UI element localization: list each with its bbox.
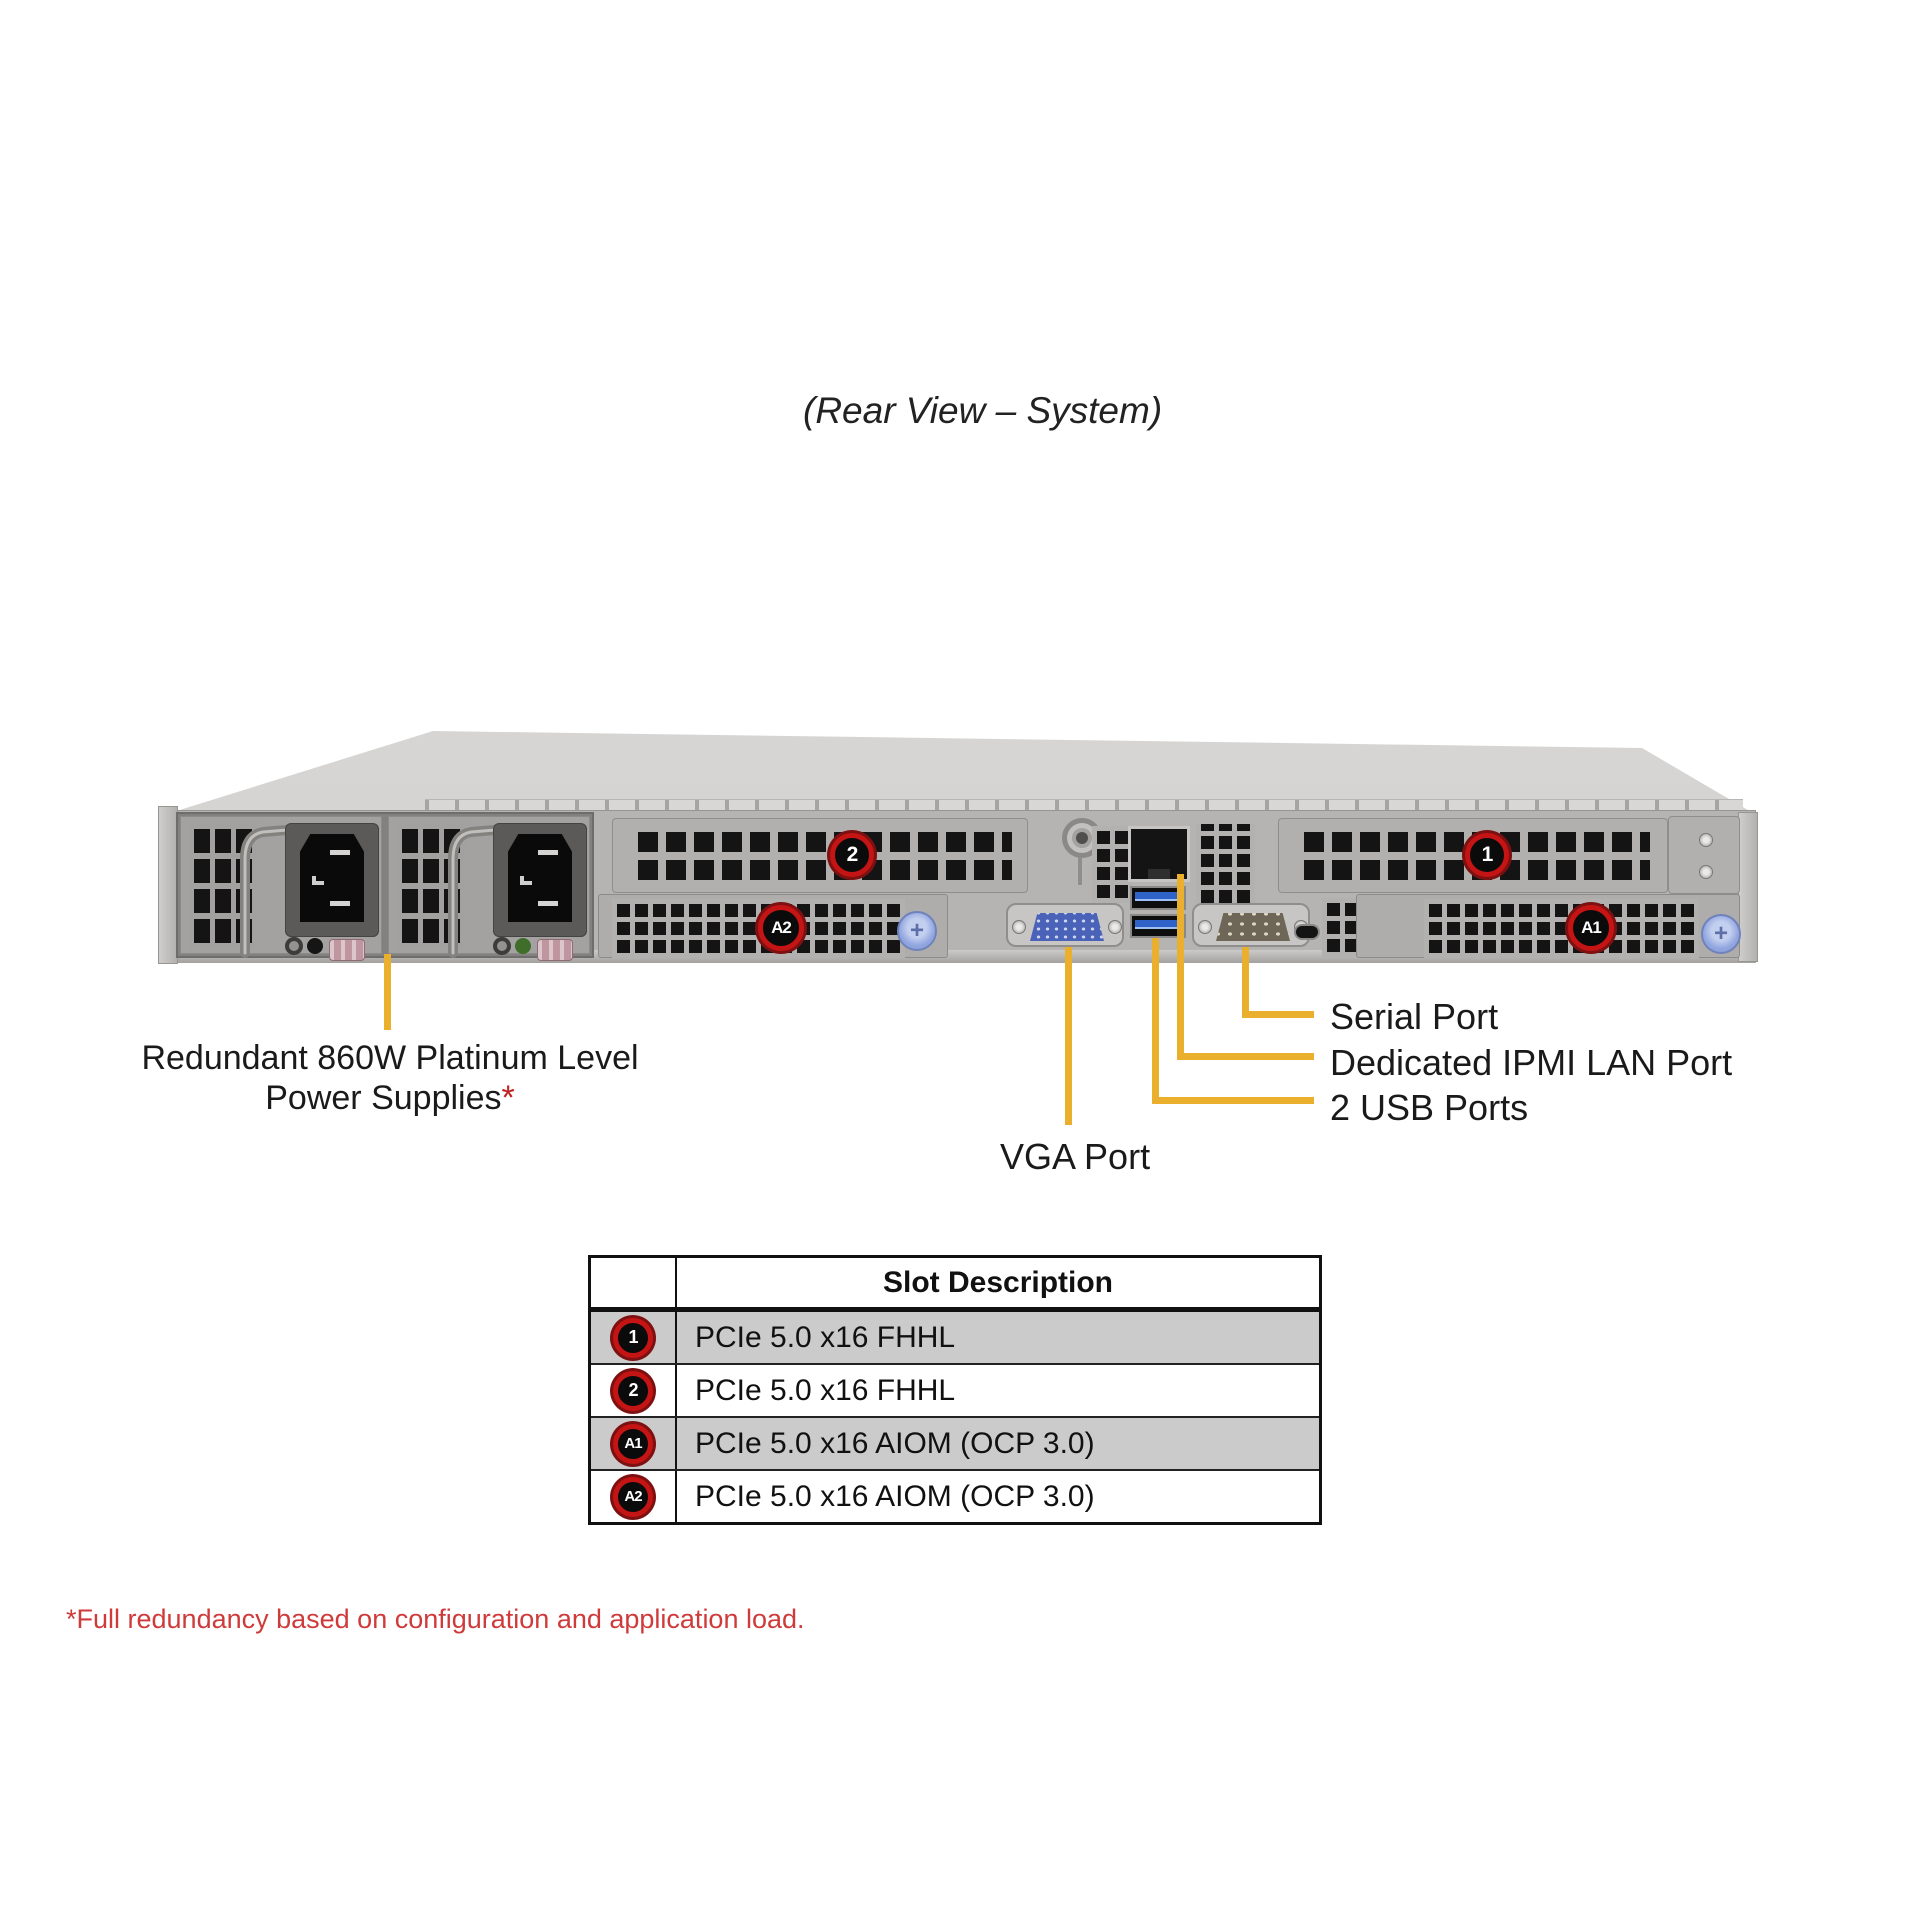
serial-connector	[1216, 913, 1290, 941]
table-row: 2 PCIe 5.0 x16 FHHL	[591, 1365, 1319, 1418]
psu1-indicator-ring	[285, 937, 303, 955]
page-title: (Rear View – System)	[803, 390, 1163, 431]
psu1-release-latch	[329, 939, 365, 961]
id-button-stem	[1078, 857, 1082, 885]
serial-screw-left	[1198, 920, 1212, 934]
table-row: A2 PCIe 5.0 x16 AIOM (OCP 3.0)	[591, 1471, 1319, 1522]
bracket-screw-bottom	[1699, 865, 1713, 879]
badge-slot-a1: A1	[1568, 905, 1614, 951]
slot-description: PCIe 5.0 x16 FHHL	[695, 1373, 956, 1407]
psu2-handle	[448, 825, 500, 958]
psu1-inlet-module	[285, 823, 379, 937]
slot1-retention-bracket	[1668, 816, 1740, 894]
vent-cluster-right-of-lan	[1196, 824, 1255, 908]
table-header-row: Slot Description	[591, 1258, 1319, 1312]
mini-connector	[1294, 924, 1320, 940]
badge-slot-1: 1	[1465, 833, 1509, 877]
table-header-title: Slot Description	[882, 1265, 1114, 1299]
slot-badge: 1	[613, 1317, 653, 1358]
slot-badge: 2	[613, 1370, 653, 1411]
table-badge-cell: A2	[591, 1471, 677, 1522]
table-header-badge-cell	[591, 1258, 677, 1307]
vga-connector	[1030, 913, 1104, 941]
serial-port	[1192, 903, 1310, 947]
aiom-a1-vents	[1424, 899, 1699, 958]
table-badge-cell: 2	[591, 1365, 677, 1416]
psu1-status-led	[307, 938, 323, 954]
footnote: *Full redundancy based on configuration …	[66, 1604, 805, 1634]
slot-badge: A1	[613, 1423, 653, 1464]
psu1-ac-inlet	[300, 834, 364, 922]
ipmi-lan-port-label: Dedicated IPMI LAN Port	[1330, 1042, 1733, 1083]
power-supply-1	[180, 816, 382, 961]
aiom-a1-thumbscrew: +	[1701, 914, 1741, 954]
badge-slot-a2: A2	[758, 905, 804, 951]
vga-port-label: VGA Port	[1000, 1136, 1151, 1177]
usb-ports-label: 2 USB Ports	[1330, 1087, 1529, 1128]
serial-port-label: Serial Port	[1330, 996, 1499, 1037]
bracket-screw-top	[1699, 833, 1713, 847]
pcie-slot2-vents	[630, 824, 1012, 888]
usb-callout-line-h	[1152, 1097, 1314, 1104]
psu-label-line2: Power Supplies*	[265, 1079, 515, 1117]
psu2-release-latch	[537, 939, 573, 961]
table-badge-cell: 1	[591, 1312, 677, 1363]
vent-cluster-left-of-lan	[1092, 826, 1133, 903]
vga-screw-left	[1012, 920, 1026, 934]
table-row: 1 PCIe 5.0 x16 FHHL	[591, 1312, 1319, 1365]
chassis-vent-ridge	[425, 799, 1743, 813]
psu2-indicator-ring	[493, 937, 511, 955]
psu2-ac-inlet	[508, 834, 572, 922]
psu-label: Redundant 860W Platinum Level Power Supp…	[130, 1038, 650, 1118]
table-badge-cell: A1	[591, 1418, 677, 1469]
psu-label-line1: Redundant 860W Platinum Level	[141, 1039, 639, 1077]
ipmi-lan-port	[1128, 826, 1190, 882]
chassis-right-edge	[1738, 812, 1758, 962]
psu-footnote-marker: *	[501, 1079, 515, 1117]
lan-callout-line-h	[1177, 1053, 1314, 1060]
slot-description: PCIe 5.0 x16 AIOM (OCP 3.0)	[695, 1479, 1095, 1513]
psu2-status-led	[515, 938, 531, 954]
psu-callout-line	[384, 954, 391, 1030]
usb-port-bottom	[1130, 914, 1186, 938]
usb-callout-line-v	[1152, 938, 1159, 1104]
slot-badge: A2	[613, 1476, 653, 1517]
table-row: A1 PCIe 5.0 x16 AIOM (OCP 3.0)	[591, 1418, 1319, 1471]
usb-port-top	[1130, 886, 1186, 910]
vga-port	[1006, 903, 1124, 947]
chassis-left-edge	[158, 806, 178, 964]
serial-callout-line-h	[1242, 1011, 1314, 1018]
lan-callout-line-v	[1177, 874, 1184, 1060]
badge-slot-2: 2	[830, 833, 874, 877]
vga-screw-right	[1108, 920, 1122, 934]
power-supply-2	[388, 816, 590, 961]
serial-callout-line-v	[1242, 947, 1249, 1018]
slot-description: PCIe 5.0 x16 AIOM (OCP 3.0)	[695, 1426, 1095, 1460]
vga-callout-line	[1065, 947, 1072, 1125]
psu2-inlet-module	[493, 823, 587, 937]
psu1-handle	[240, 825, 292, 958]
slot-description: PCIe 5.0 x16 FHHL	[695, 1320, 956, 1354]
aiom-a2-thumbscrew: +	[897, 911, 937, 951]
